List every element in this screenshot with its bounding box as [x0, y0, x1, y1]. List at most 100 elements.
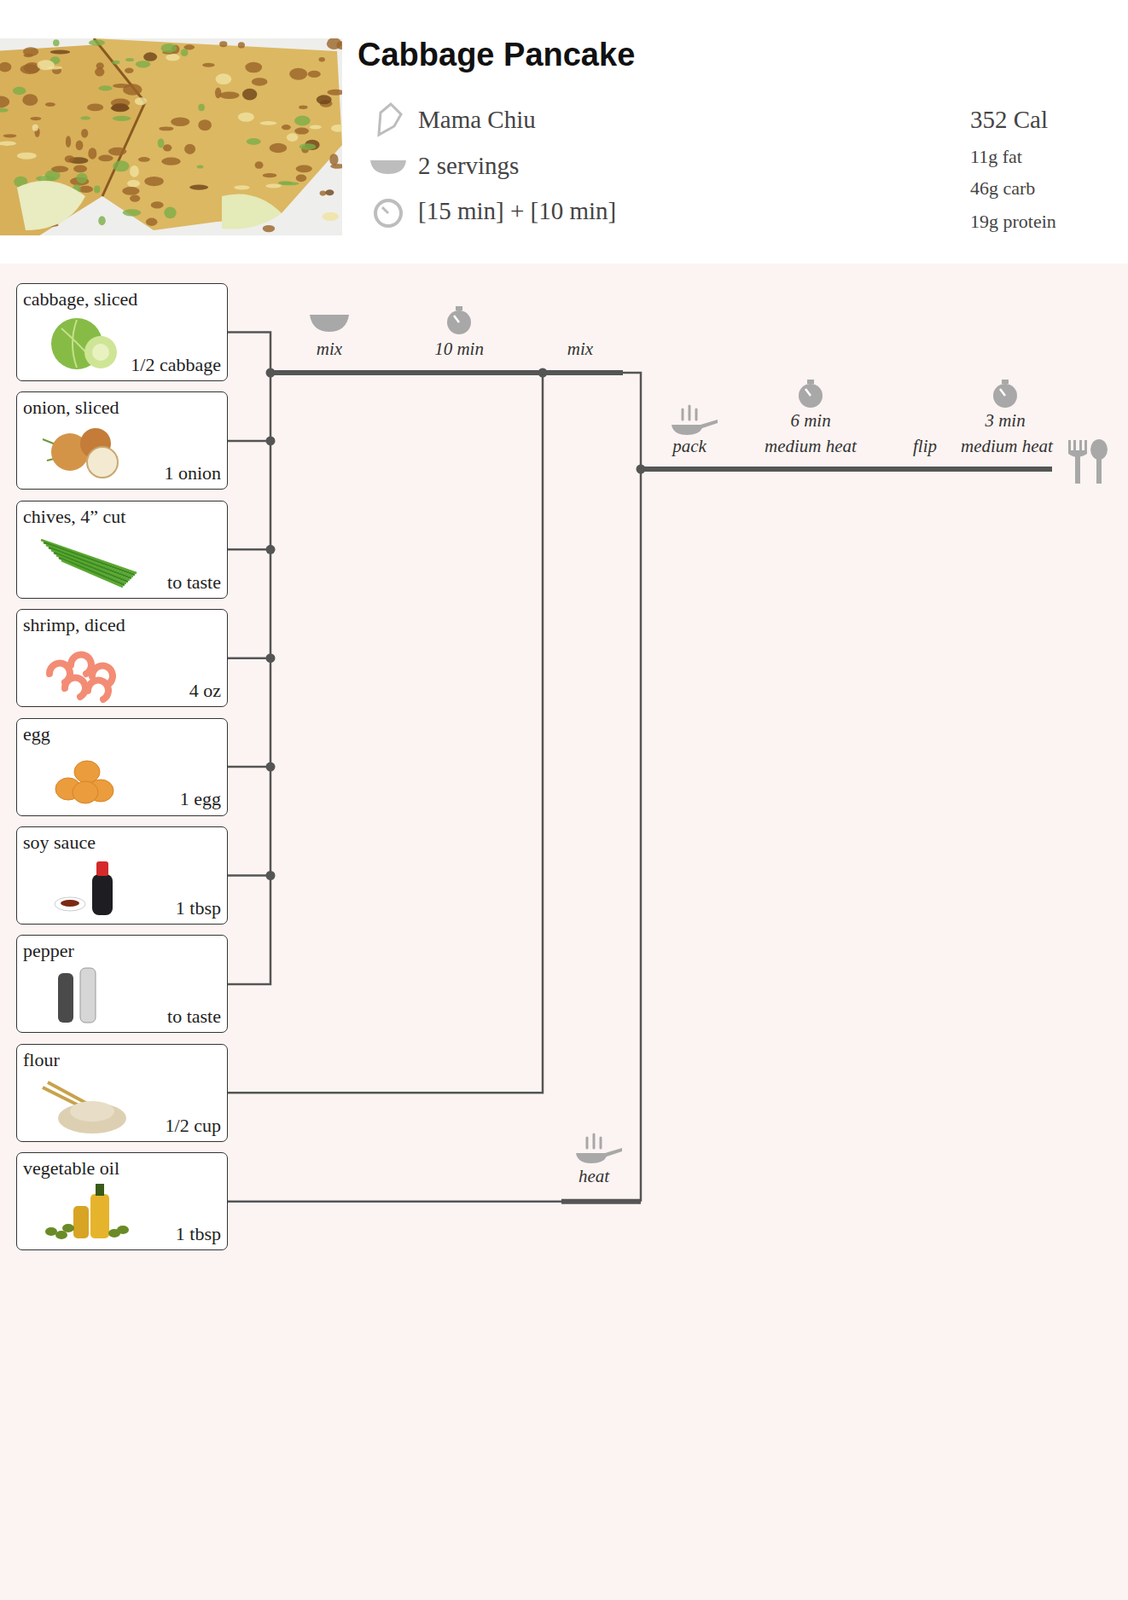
- pancake-spot: [158, 126, 174, 131]
- wire: [227, 874, 271, 878]
- egg-drawing: [72, 781, 99, 804]
- pancake-spot: [242, 88, 257, 101]
- ingredient-quantity: to taste: [167, 572, 221, 594]
- pancake-spot: [64, 155, 76, 163]
- pancake-spot: [233, 185, 250, 190]
- pancake-spot: [265, 183, 281, 188]
- pancake-spot: [35, 175, 56, 182]
- author-pen-icon: [378, 104, 402, 135]
- steam-line: [593, 1134, 596, 1149]
- pancake-spot: [269, 143, 288, 154]
- shrimp-drawing: [70, 655, 92, 675]
- ingredient-name: vegetable oil: [23, 1158, 120, 1180]
- step-bar: [640, 466, 1053, 472]
- pancake-spot: [202, 63, 216, 68]
- pancake-spot: [163, 207, 176, 220]
- pancake-spot: [319, 57, 326, 62]
- junction-dot: [266, 545, 276, 555]
- ingredient-box: flour1/2 cup: [16, 1044, 228, 1143]
- ingredient-quantity: to taste: [167, 1006, 221, 1028]
- ingredient-box: soy sauce1 tbsp: [16, 826, 228, 925]
- pancake-spot: [197, 119, 212, 131]
- pancake-spot: [238, 112, 255, 123]
- olive-drawing: [45, 1227, 58, 1237]
- pancake-spot: [0, 108, 9, 113]
- pancake-spot: [180, 48, 189, 57]
- pancake-spot: [170, 116, 190, 127]
- pancake-spot: [157, 138, 165, 148]
- shrimp-drawing: [87, 680, 109, 700]
- soy-sauce: [60, 900, 80, 908]
- pancake-spot: [129, 195, 140, 203]
- chives-drawing: [53, 552, 128, 582]
- step-label: pack: [672, 436, 707, 457]
- pancake-spot: [75, 173, 88, 184]
- pancake-spot: [108, 147, 128, 157]
- pancake-spot: [122, 83, 143, 95]
- salt-mill: [80, 968, 96, 1024]
- ingredient-quantity: 4 oz: [189, 680, 221, 702]
- junction-dot: [266, 436, 276, 446]
- pancake-spot: [50, 49, 70, 54]
- step-bar: [270, 370, 623, 376]
- junction-dot: [266, 368, 276, 378]
- pancake-spot: [294, 127, 309, 135]
- junction-dot: [538, 368, 548, 378]
- pancake-spot: [3, 133, 18, 138]
- pancake-spot: [281, 124, 291, 130]
- nutrition-value: 46g carb: [970, 178, 1035, 199]
- pancake-spot: [246, 138, 262, 146]
- pancake-spot: [329, 153, 338, 165]
- pancake-spot: [189, 184, 209, 190]
- pancake-spot: [129, 165, 140, 178]
- pancake-spot: [87, 147, 97, 159]
- time-icon-hand: [382, 207, 389, 214]
- pan-icon: [671, 419, 718, 436]
- pancake-spot: [65, 135, 71, 148]
- pancake-spot: [260, 121, 278, 126]
- cabbage-drawing: [84, 336, 117, 369]
- pancake-spot: [309, 125, 322, 130]
- pancake-spot: [286, 133, 299, 142]
- timer-hand: [1000, 389, 1006, 396]
- pancake-spot: [52, 39, 60, 47]
- pancake-spot: [143, 52, 157, 62]
- ingredient-name: shrimp, diced: [23, 615, 126, 636]
- pancake-spot: [122, 209, 142, 216]
- ingredient-box: cabbage, sliced1/2 cabbage: [16, 283, 228, 382]
- pancake-spot: [12, 87, 27, 95]
- pancake-spot: [51, 166, 69, 173]
- wire: [227, 372, 543, 1094]
- pancake-spot: [299, 143, 317, 151]
- spoon-handle: [1096, 456, 1102, 484]
- pancake-spot: [184, 144, 196, 155]
- ingredient-quantity: 1 onion: [163, 463, 221, 484]
- step-bar: [561, 1199, 641, 1205]
- ingredient-name: chives, 4” cut: [23, 506, 126, 528]
- pancake-spot: [122, 186, 140, 196]
- chives-drawing: [56, 555, 127, 584]
- timer-hand: [805, 389, 811, 396]
- pancake-spot: [331, 124, 343, 133]
- pancake-spot: [238, 41, 245, 48]
- steam-line: [681, 409, 685, 420]
- wire: [227, 766, 271, 769]
- pancake-spot: [73, 164, 88, 173]
- cabbage-piece: [17, 180, 86, 231]
- wire: [227, 332, 271, 985]
- pancake-spot: [110, 103, 129, 112]
- ingredient-quantity: 1/2 cabbage: [130, 354, 221, 376]
- nutrition-value: 19g protein: [970, 211, 1057, 233]
- pancake-spot: [112, 160, 130, 172]
- chives-drawing: [51, 550, 130, 581]
- pancake-spot: [197, 164, 204, 169]
- pancake-spot: [326, 38, 342, 50]
- pancake-spot: [308, 70, 321, 78]
- pancake-spot: [0, 62, 12, 73]
- steam-line: [695, 409, 698, 420]
- step-heat: medium heat: [764, 436, 857, 457]
- soy-dish: [54, 897, 86, 912]
- pancake-spot: [98, 215, 106, 226]
- ingredient-quantity: 1 egg: [180, 789, 221, 810]
